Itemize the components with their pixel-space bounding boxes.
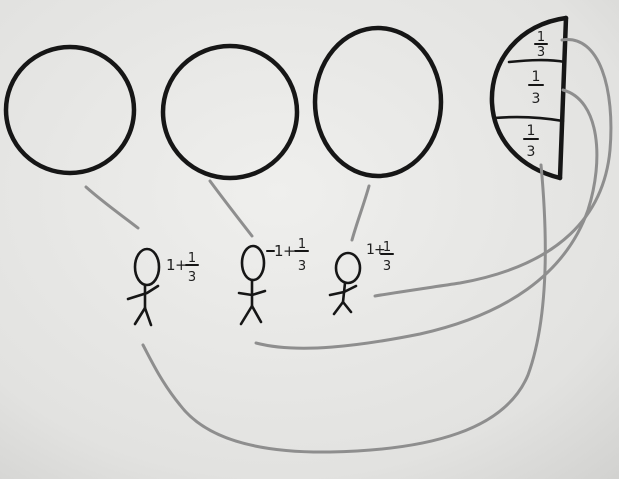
- half-circle: [489, 15, 569, 181]
- link-circle-1-person-1: [84, 185, 140, 230]
- person-3-plus: +: [374, 242, 386, 258]
- piece-2-numerator: 1: [532, 69, 541, 85]
- piece-1-numerator: 1: [537, 30, 545, 45]
- person-1: [126, 247, 161, 327]
- person-1-denominator: 3: [188, 270, 196, 285]
- person-1-plus: +: [175, 256, 188, 274]
- whole-circle-2: [160, 43, 300, 181]
- link-third-3-person-1: [141, 163, 547, 454]
- whole-circle-3: [312, 25, 444, 179]
- link-circle-2-person-2: [208, 179, 254, 238]
- link-third-2-person-2: [254, 88, 599, 350]
- piece-2-denominator: 3: [532, 91, 541, 107]
- person-1-share: 1 + 1 3: [166, 251, 199, 285]
- third-piece-2: 1 3: [528, 69, 544, 107]
- person-1-whole: 1: [166, 256, 176, 274]
- person-3: [328, 251, 362, 316]
- person-2: [237, 244, 267, 326]
- person-3-share: 1 + 1 3: [366, 240, 394, 274]
- person-1-numerator: 1: [188, 251, 196, 266]
- person-2-plus: +: [283, 242, 296, 260]
- person-3-denominator: 3: [383, 259, 391, 274]
- person-3-whole: 1: [366, 242, 375, 258]
- piece-1-denominator: 3: [537, 45, 545, 60]
- link-circle-3-person-3: [350, 184, 371, 242]
- person-2-share: 1 + 1 3: [266, 237, 309, 274]
- piece-3-denominator: 3: [527, 144, 536, 160]
- person-2-denominator: 3: [298, 259, 306, 274]
- piece-3-numerator: 1: [527, 123, 536, 139]
- whole-circle-1: [3, 44, 137, 176]
- person-2-whole: 1: [274, 242, 284, 260]
- person-2-numerator: 1: [298, 237, 306, 252]
- third-piece-3: 1 3: [523, 123, 539, 160]
- third-piece-1: 1 3: [534, 30, 548, 60]
- person-3-numerator: 1: [383, 240, 391, 255]
